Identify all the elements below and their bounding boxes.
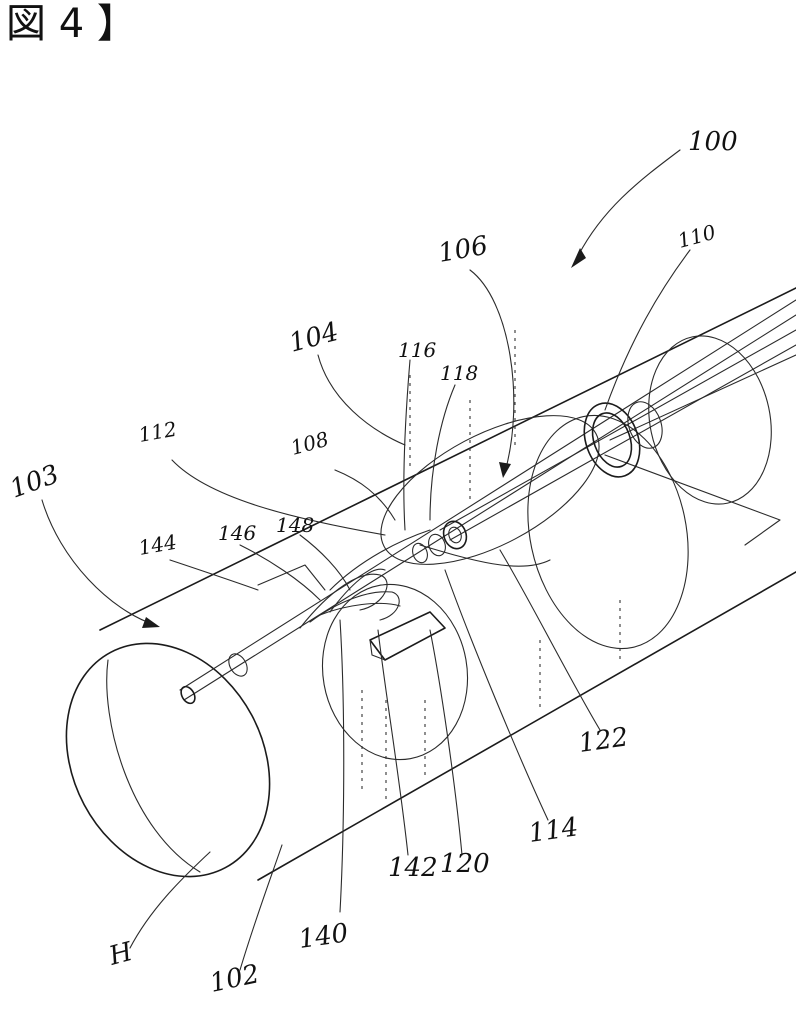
collar-ring <box>225 651 251 680</box>
ring-120-inner <box>447 525 464 544</box>
leader-lines <box>42 150 690 970</box>
label-146: 146 <box>218 521 256 545</box>
shaft-line-3 <box>440 330 796 530</box>
balloon-large-right <box>507 400 709 663</box>
arrow-106 <box>499 462 511 478</box>
tube-end-cap <box>27 608 309 913</box>
leader-118 <box>430 385 455 520</box>
label-112: 112 <box>137 417 179 447</box>
tube-bottom-edge <box>258 572 796 880</box>
leader-116 <box>404 360 410 530</box>
shaft-line-2 <box>184 315 796 700</box>
arrow-100 <box>571 248 586 268</box>
leader-148 <box>300 535 350 590</box>
leader-142 <box>378 630 408 855</box>
label-103: 103 <box>6 459 63 504</box>
ring-assembly <box>410 395 668 564</box>
label-142: 142 <box>388 853 438 883</box>
label-108: 108 <box>288 427 331 460</box>
tube-end-inner-curve <box>107 660 200 872</box>
wire-loops <box>300 569 445 660</box>
label-116: 116 <box>398 338 436 362</box>
label-104: 104 <box>286 317 342 359</box>
catheter-shaft <box>178 300 796 706</box>
label-122: 122 <box>577 722 630 759</box>
balloon-mid <box>309 573 481 771</box>
label-140: 140 <box>297 918 350 955</box>
leader-100 <box>575 150 680 262</box>
label-100: 100 <box>688 127 738 157</box>
plane-line-2 <box>605 455 780 545</box>
leader-102 <box>240 845 282 970</box>
label-H: H <box>105 937 137 972</box>
label-144: 144 <box>137 530 179 560</box>
plane-line-1 <box>258 565 325 590</box>
reference-labels: 100 103 104 106 108 110 112 116 118 144 … <box>6 127 738 999</box>
leader-110 <box>605 250 690 410</box>
shaft-tip <box>178 684 197 706</box>
balloon-far-right <box>634 324 787 515</box>
leader-H <box>130 852 210 948</box>
leader-103 <box>42 500 155 625</box>
leader-122 <box>500 550 600 730</box>
leader-146 <box>240 545 320 600</box>
leader-104 <box>318 355 405 445</box>
label-120: 120 <box>440 849 490 879</box>
ring-110-inner <box>586 408 639 473</box>
shaft-line-1 <box>180 300 796 690</box>
leader-120 <box>430 630 462 855</box>
label-118: 118 <box>440 361 478 385</box>
shaft-line-5 <box>610 355 796 440</box>
leader-144 <box>170 560 258 590</box>
shaft-line-4 <box>450 345 796 540</box>
ring-110-outer <box>575 395 650 484</box>
arrow-103 <box>142 617 160 628</box>
label-114: 114 <box>527 812 580 849</box>
leader-140 <box>340 620 344 912</box>
label-110: 110 <box>675 220 718 253</box>
inner-planes <box>258 324 786 771</box>
label-106: 106 <box>436 231 490 269</box>
label-148: 148 <box>276 513 314 537</box>
label-102: 102 <box>207 959 262 999</box>
